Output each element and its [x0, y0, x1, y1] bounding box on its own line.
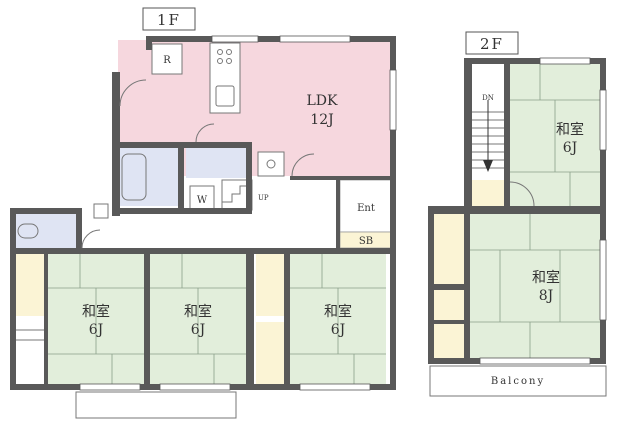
tatami-lines-2f-top — [510, 62, 600, 206]
shoebox-label: SB — [359, 236, 373, 247]
stove-icon — [217, 49, 223, 55]
window-1f-bottom-left — [79, 383, 141, 391]
washer-label: W — [197, 195, 208, 206]
washitsu-2f-top-name: 和室 — [556, 121, 584, 138]
washitsu-2f-bottom-name: 和室 — [532, 269, 560, 286]
entrance-label: Ent — [357, 203, 375, 214]
closet-left — [16, 254, 44, 316]
washitsu-left-size: 6J — [89, 322, 104, 338]
closet-2f-2 — [434, 290, 466, 320]
ldk-size: 12J — [310, 112, 333, 128]
washer-box — [189, 185, 215, 211]
sink-icon — [215, 85, 235, 107]
hall-floor — [80, 208, 340, 248]
washitsu-right-name: 和室 — [324, 303, 352, 320]
closet-2f-1 — [434, 214, 466, 284]
refrigerator-box — [151, 43, 183, 75]
stairs-down-arrow-icon — [483, 160, 493, 172]
washitsu-2f-bottom — [470, 214, 600, 358]
washitsu-mid-size: 6J — [191, 322, 206, 338]
washroom — [186, 148, 248, 178]
stove-icon-4 — [226, 58, 232, 64]
washitsu-2f-top-size: 6J — [563, 140, 578, 156]
floor-1f-label: 1F — [157, 11, 181, 29]
stairs-up-label: UP — [258, 194, 269, 202]
stairs-down-label: DN — [482, 94, 494, 102]
washitsu-left-name: 和室 — [82, 303, 110, 320]
floor-2f-label-box — [465, 31, 519, 55]
balcony — [429, 365, 607, 397]
door-swing-3 — [291, 153, 315, 177]
stove-icon-2 — [226, 49, 232, 55]
door-swing-4 — [81, 229, 101, 249]
washitsu-2f-bottom-size: 8J — [539, 288, 554, 304]
kitchen-counter — [209, 42, 241, 114]
washitsu-right-size: 6J — [331, 322, 346, 338]
window-1f-top — [211, 35, 259, 43]
closet-2f-stair — [472, 180, 504, 208]
toilet-icon — [17, 223, 39, 239]
window-2f-top — [539, 57, 591, 65]
stairs-1f-steps — [222, 185, 248, 203]
balcony-label: Balcony — [491, 376, 545, 387]
door-swing-2 — [195, 123, 215, 143]
closet-mid — [256, 254, 284, 316]
tatami-lines-mid — [150, 254, 246, 388]
toilet-sink-icon — [93, 203, 109, 219]
door-swing-1 — [119, 79, 147, 107]
closet-2f-3 — [434, 324, 466, 358]
ldk-name: LDK — [307, 93, 339, 109]
window-2f-right-2 — [599, 239, 607, 321]
refrigerator-label: R — [163, 55, 171, 66]
window-1f-right — [389, 69, 397, 131]
bathroom — [118, 148, 180, 206]
toilet-room — [14, 214, 76, 248]
closet-left-shelves — [16, 329, 44, 341]
floor-1f-label-box — [142, 7, 196, 31]
floor-2f-label: 2F — [480, 35, 504, 53]
bathtub-icon — [121, 153, 147, 201]
tatami-lines-left — [48, 254, 144, 388]
closet-mid-2 — [256, 322, 284, 384]
hand-sink-icon — [266, 159, 276, 169]
door-swing-2f — [509, 181, 535, 207]
washitsu-mid-name: 和室 — [184, 303, 212, 320]
deck-1f — [75, 391, 237, 419]
hand-sink-box — [257, 151, 285, 177]
closet-left-2 — [16, 320, 44, 352]
window-1f-bottom-mid — [159, 383, 231, 391]
tatami-lines-right — [290, 254, 386, 388]
window-1f-bottom-right — [299, 383, 371, 391]
window-2f-right-1 — [599, 89, 607, 151]
window-2f-bottom — [479, 357, 591, 365]
stove-icon-3 — [217, 58, 223, 64]
tatami-lines-2f-bottom — [470, 214, 600, 358]
window-1f-top-2 — [279, 35, 351, 43]
